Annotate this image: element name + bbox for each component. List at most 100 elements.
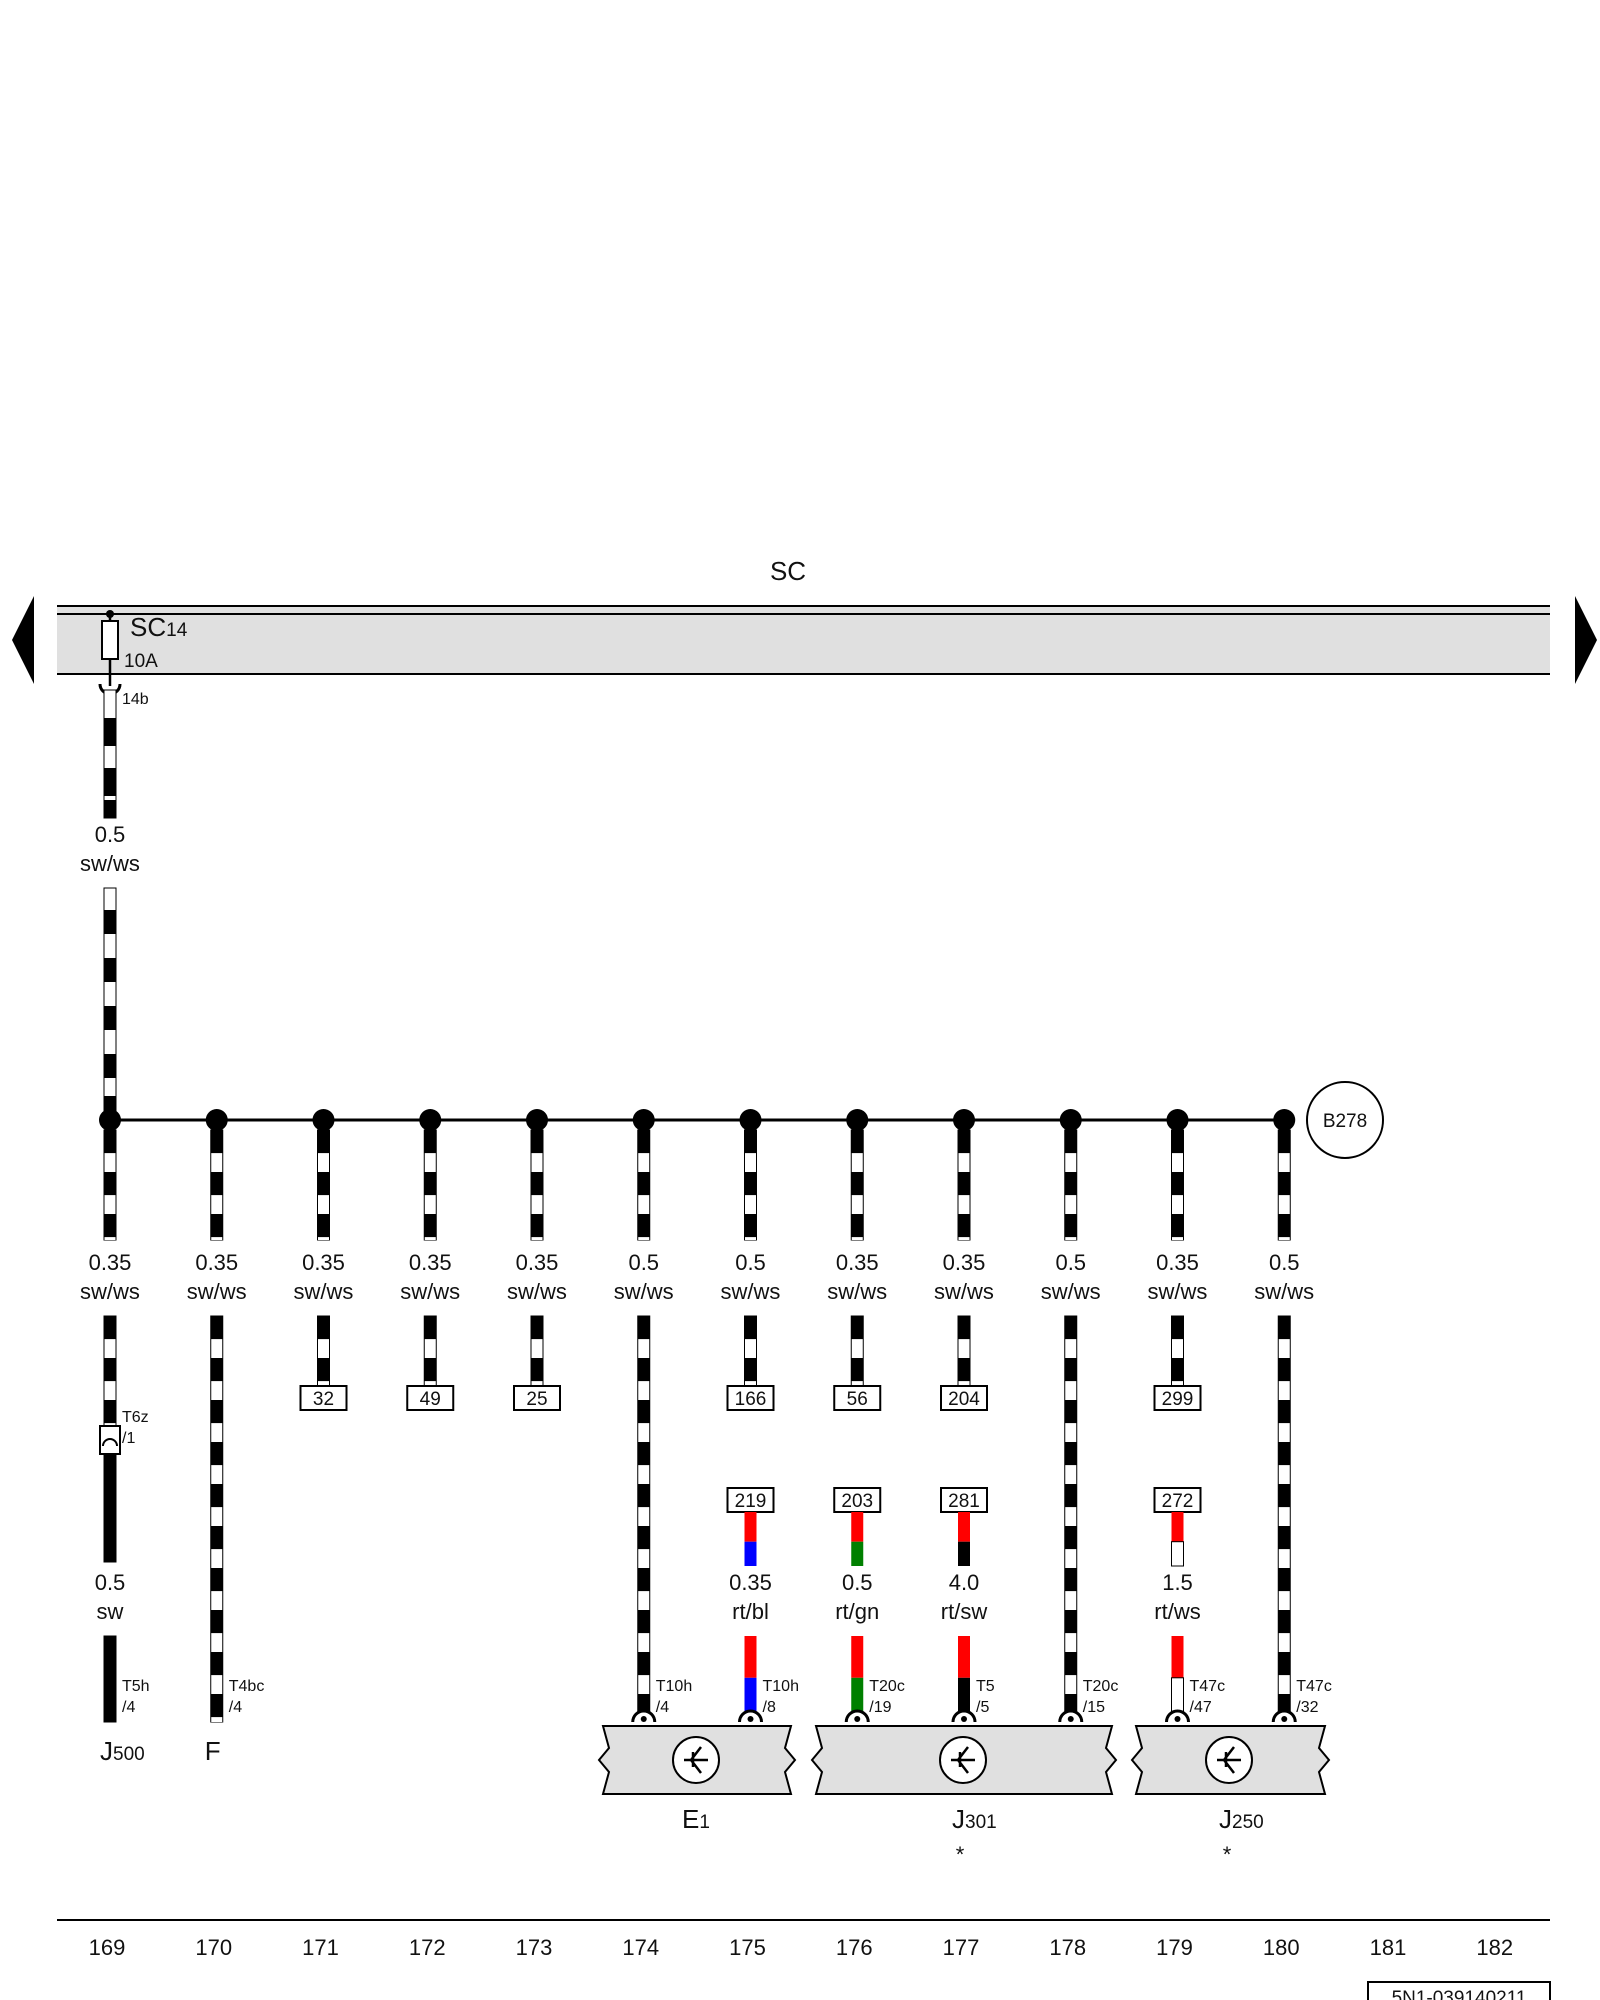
feed-wire-stub: [1171, 1512, 1184, 1567]
wire-color-label: sw/ws: [827, 1279, 887, 1304]
wire-casing: [423, 1129, 437, 1241]
continue-left-arrow-icon[interactable]: [12, 596, 34, 684]
wire-casing: [317, 1129, 330, 1241]
wire-stripe: [638, 1153, 650, 1172]
reference-number: 272: [1162, 1491, 1194, 1512]
component-e1[interactable]: E1: [597, 1725, 797, 1834]
connector-pin: /4: [122, 1699, 135, 1716]
reference-box[interactable]: 166: [726, 1385, 775, 1411]
connector-name: T4bc: [229, 1678, 265, 1695]
fuse-sc14: SC14 10A 14b: [98, 610, 188, 708]
wire-stripe: [1065, 1675, 1077, 1694]
pin-contact-dot: [1174, 1716, 1181, 1722]
wire-size-label: 0.5: [628, 1250, 659, 1275]
feed-wire-lower: [744, 1636, 757, 1712]
continue-right-arrow-icon[interactable]: [1575, 596, 1597, 684]
wire-size-label: 0.5: [95, 1570, 126, 1595]
wire-stripe: [318, 1339, 329, 1358]
wire-stripe: [531, 1381, 543, 1386]
wire-stripe-color: [851, 1677, 864, 1712]
splice-node: [1059, 1109, 1082, 1131]
component-name: J: [1219, 1804, 1232, 1834]
reference-box[interactable]: 203: [833, 1487, 882, 1513]
feed-wire-color: sw/ws: [80, 851, 140, 876]
wire-stripe: [211, 1675, 223, 1694]
wire-stripe: [104, 1381, 116, 1400]
branch-wire-upper: [103, 1129, 117, 1241]
reference-box[interactable]: 49: [406, 1385, 455, 1411]
column-number: 182: [1476, 1935, 1513, 1960]
wire-stripe: [638, 1633, 650, 1652]
wire-stripe: [1065, 1591, 1077, 1610]
component-label: F: [205, 1736, 221, 1766]
branch-wire-upper: [210, 1129, 224, 1241]
wire-stripe: [1065, 1549, 1077, 1568]
wire-stripe: [1172, 1153, 1183, 1172]
wire-size-label: 0.35: [516, 1250, 559, 1275]
branch-wire-upper: [637, 1129, 651, 1241]
reference-box[interactable]: 32: [299, 1385, 348, 1411]
wire-stripe: [104, 800, 116, 818]
pin-contact-dot: [640, 1716, 647, 1722]
wire-stripe: [318, 1195, 329, 1214]
wire-stripe: [318, 1381, 329, 1386]
column-number: 181: [1370, 1935, 1407, 1960]
branch-180: 0.5sw/ws: [1254, 1109, 1314, 1304]
wire-stripe: [745, 1237, 756, 1240]
reference-box[interactable]: 56: [833, 1385, 882, 1411]
wire-stripe: [851, 1381, 863, 1386]
wire-stripe: [1278, 1633, 1290, 1652]
wire-stripe: [638, 1591, 650, 1610]
fuse-bus-panel: [57, 606, 1550, 674]
component-name: E: [682, 1804, 699, 1834]
reference-box[interactable]: 204: [940, 1385, 988, 1411]
branch-wire-stub: [744, 1315, 757, 1387]
wire-stripe: [1172, 1339, 1183, 1358]
wire-casing: [1064, 1129, 1078, 1241]
wire-stripe: [424, 1381, 436, 1386]
reference-box-frame: [833, 1385, 882, 1411]
reference-box[interactable]: 281: [940, 1487, 988, 1513]
splice-node: [953, 1109, 975, 1131]
pin-contact-dot: [854, 1716, 861, 1722]
feed-wire: 0.5 sw/ws: [80, 689, 140, 1121]
wire-primary-color: [958, 1636, 970, 1678]
wire-stripe-color: [958, 1541, 970, 1566]
component-j301[interactable]: J301*: [810, 1725, 1118, 1867]
connector-label: T10h/8: [763, 1678, 799, 1716]
wire-stripe: [851, 1153, 863, 1172]
connector-pin: /5: [976, 1699, 989, 1716]
wire-stripe: [104, 1006, 116, 1030]
reference-box[interactable]: 272: [1153, 1487, 1202, 1513]
wire-stripe: [638, 1549, 650, 1568]
wire-casing: [103, 689, 117, 819]
reference-box[interactable]: 219: [726, 1487, 775, 1513]
fuse-icon: [101, 620, 119, 660]
feed-wire-size: 0.5: [95, 822, 126, 847]
connector-label: T20c/15: [1083, 1678, 1119, 1716]
connector-label: T5/5: [976, 1678, 995, 1716]
component-j250[interactable]: J250*: [1130, 1725, 1331, 1867]
wire-stripe: [958, 1381, 970, 1386]
reference-box[interactable]: 25: [513, 1385, 561, 1411]
splice-node: [205, 1109, 228, 1131]
connector-label: T20c/19: [869, 1678, 905, 1716]
component-footnote: *: [956, 1842, 965, 1867]
connector-pin: /47: [1190, 1699, 1212, 1716]
wire-size-label: 0.5: [842, 1570, 873, 1595]
branch-wire-upper: [317, 1129, 330, 1241]
wire-stripe: [638, 1237, 650, 1240]
wire-stripe: [211, 1507, 223, 1526]
feed-wire-upper: [103, 689, 117, 819]
wire-size-label: 0.5: [735, 1250, 766, 1275]
fuse-label: SC14: [130, 612, 188, 642]
wire-stripe: [958, 1153, 970, 1172]
wire-size-label: 0.35: [89, 1250, 132, 1275]
branch-wire-stub: [530, 1315, 544, 1387]
reference-box[interactable]: 299: [1153, 1385, 1202, 1411]
fuse-index: 14: [166, 620, 188, 641]
